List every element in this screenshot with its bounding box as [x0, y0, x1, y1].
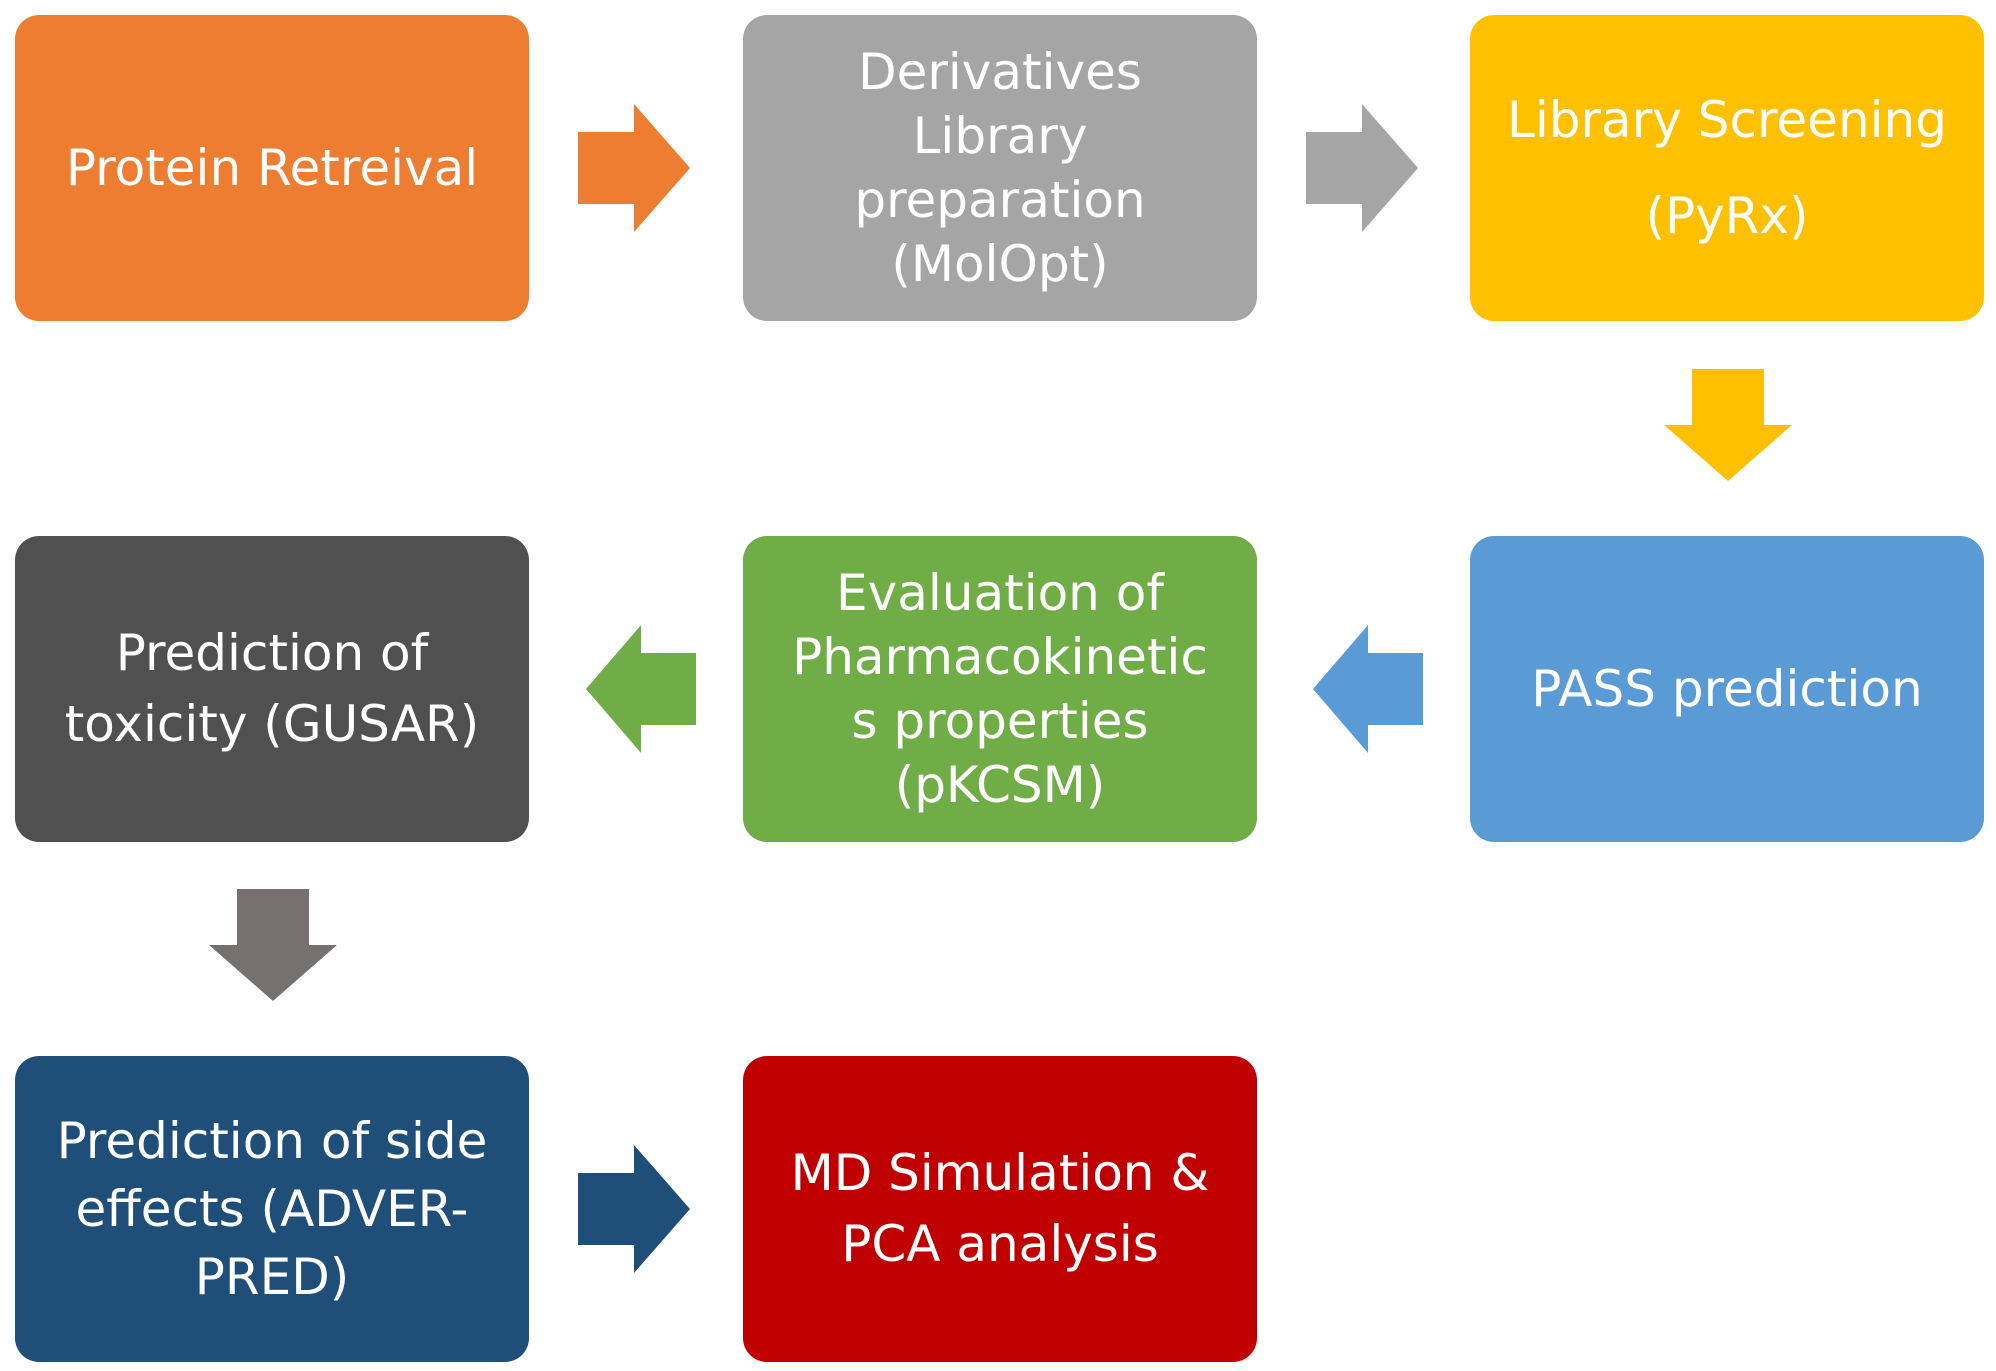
arrow-right-icon	[1306, 104, 1418, 232]
step-label: Prediction of toxicity (GUSAR)	[64, 624, 480, 753]
step-label: Derivatives Library preparation (MolOpt)	[854, 43, 1146, 293]
step-pass-prediction: PASS prediction	[1470, 536, 1984, 842]
step-label: MD Simulation & PCA analysis	[790, 1144, 1210, 1273]
step-toxicity: Prediction of toxicity (GUSAR)	[15, 536, 529, 842]
step-label: Library Screening (PyRx)	[1507, 91, 1947, 245]
step-label: PASS prediction	[1531, 659, 1923, 718]
step-protein-retrieval: Protein Retreival	[15, 15, 529, 321]
arrow-right-icon	[578, 1145, 690, 1273]
step-side-effects: Prediction of side effects (ADVER- PRED)	[15, 1056, 529, 1362]
arrow-right-icon	[578, 104, 690, 232]
step-library-screening: Library Screening (PyRx)	[1470, 15, 1984, 321]
arrow-left-icon	[1313, 625, 1423, 753]
step-pharmacokinetics: Evaluation of Pharmacokinetic s properti…	[743, 536, 1257, 842]
arrow-down-icon	[1664, 369, 1792, 481]
step-md-simulation: MD Simulation & PCA analysis	[743, 1056, 1257, 1362]
arrow-down-icon	[209, 889, 337, 1001]
step-derivatives-library: Derivatives Library preparation (MolOpt)	[743, 15, 1257, 321]
step-label: Protein Retreival	[65, 138, 479, 197]
step-label: Prediction of side effects (ADVER- PRED)	[56, 1112, 488, 1306]
arrow-left-icon	[586, 625, 696, 753]
step-label: Evaluation of Pharmacokinetic s properti…	[792, 564, 1208, 814]
